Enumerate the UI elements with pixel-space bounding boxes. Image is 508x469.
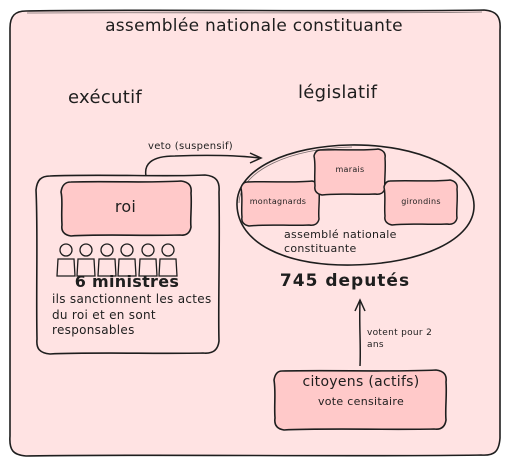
faction-marais-label: marais — [335, 165, 365, 174]
citoyens-title: citoyens (actifs) — [302, 374, 420, 390]
minister-figure — [117, 243, 137, 277]
vote-label: votent pour 2 ans — [367, 328, 433, 351]
faction-marais-box — [313, 148, 387, 196]
minister-figure — [158, 243, 178, 277]
veto-arrow — [144, 154, 260, 177]
assemblee-label: assemblé nationale constituante — [284, 228, 397, 255]
ministres-title: 6 ministres — [74, 272, 180, 291]
citoyens-vote: vote censitaire — [317, 395, 405, 408]
minister-figure — [76, 243, 96, 277]
ministres-description: ils sanctionnent les actes du roi et en … — [52, 292, 212, 338]
minister-figure — [97, 243, 117, 277]
diagram-title: assemblée nationale constituante — [105, 16, 403, 36]
assemblee-ellipse — [236, 144, 475, 266]
minister-figure — [138, 243, 158, 277]
faction-girondins-label: girondins — [401, 197, 441, 206]
faction-montagnards-label: montagnards — [249, 197, 307, 206]
vote-arrow — [358, 301, 362, 367]
executif-heading: exécutif — [68, 87, 143, 108]
citoyens-box — [273, 369, 448, 431]
faction-girondins-box — [383, 179, 459, 226]
legislatif-heading: législatif — [298, 82, 378, 103]
minister-figures — [56, 243, 178, 277]
roi-box — [60, 180, 193, 237]
minister-figure — [56, 243, 76, 277]
deputes-count: 745 deputés — [279, 271, 411, 291]
roi-label: roi — [114, 197, 137, 216]
veto-label: veto (suspensif) — [148, 141, 233, 152]
